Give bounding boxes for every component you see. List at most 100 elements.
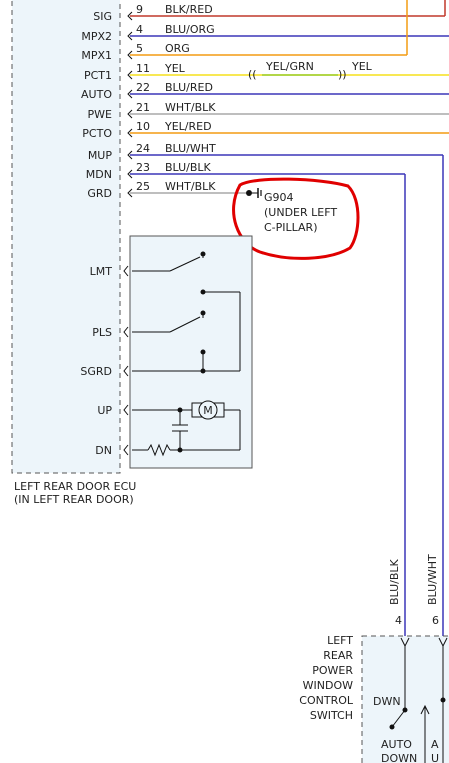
switch-down-label: DOWN — [381, 752, 417, 763]
svg-text:POWER: POWER — [312, 664, 353, 677]
ecu-internal-circuit — [132, 254, 241, 457]
internal-pin-sgrd: SGRD — [80, 365, 112, 378]
wire-color-label: BLU/ORG — [165, 23, 215, 36]
pin-row-mpx2: MPX2 4 BLU/ORG — [81, 23, 449, 43]
internal-pin-terminal — [123, 365, 129, 377]
pin-terminal — [127, 50, 133, 60]
pin-terminal — [127, 11, 133, 21]
ecu-internal-box — [129, 235, 253, 469]
wire-color-label: BLK/RED — [165, 3, 213, 16]
pin-row-grd: GRD 25 WHT/BLK — [87, 180, 246, 200]
pin-label: AUTO — [81, 88, 112, 101]
ground-location-1: (UNDER LEFT — [264, 206, 337, 219]
internal-pin-terminal — [123, 265, 129, 277]
switch-pin-labels: BLU/BLK BLU/WHT 4 6 — [388, 554, 439, 627]
internal-pin-up: UP — [97, 404, 112, 417]
switch-wire-label-1: BLU/BLK — [388, 558, 401, 605]
pin-row-mup: MUP 24 BLU/WHT — [88, 142, 443, 162]
ecu-location: (IN LEFT REAR DOOR) — [14, 493, 134, 506]
wire-color-label: BLU/WHT — [165, 142, 216, 155]
pin-row-mpx1: MPX1 5 ORG — [81, 42, 407, 62]
switch-dot-1 — [402, 707, 408, 713]
pin-terminal — [127, 89, 133, 99]
pin-label: PCT1 — [84, 69, 112, 82]
pin-terminal — [127, 109, 133, 119]
splice-after-label: YEL — [351, 60, 373, 73]
splice-right-mark: )) — [338, 68, 347, 81]
pin-number: 24 — [136, 142, 150, 155]
switch-wire-label-2: BLU/WHT — [426, 554, 439, 605]
wire-color-label: WHT/BLK — [165, 101, 216, 114]
pin-number: 21 — [136, 101, 150, 114]
switch-circuit — [391, 637, 448, 763]
splice-label: YEL/GRN — [265, 60, 314, 73]
svg-text:WINDOW: WINDOW — [303, 679, 353, 692]
ecu-internal-dots — [177, 251, 206, 453]
wire-color-label: YEL — [164, 62, 186, 75]
internal-pin-terminal — [123, 444, 129, 456]
ecu-outline — [11, 0, 121, 474]
pin-label: MDN — [86, 168, 112, 181]
svg-text:SWITCH: SWITCH — [310, 709, 353, 722]
splice-left-mark: (( — [248, 68, 257, 81]
wire-color-label: BLU/BLK — [165, 161, 212, 174]
switch-dwn-label: DWN — [373, 695, 401, 708]
motor-symbol: M — [203, 404, 213, 417]
wire-color-label: YEL/RED — [164, 120, 212, 133]
pin-label: PCTO — [82, 127, 112, 140]
wire-color-label: BLU/RED — [165, 81, 213, 94]
pin-number: 22 — [136, 81, 150, 94]
pin-row-pwe: PWE 21 WHT/BLK — [88, 101, 449, 121]
pin-label: MUP — [88, 149, 113, 162]
switch-dot-3 — [440, 697, 446, 703]
pin-terminal — [127, 188, 133, 198]
switch-auto-label: AUTO — [381, 738, 412, 751]
pin-number: 11 — [136, 62, 150, 75]
splice-marks: (( )) — [248, 68, 347, 81]
svg-text:REAR: REAR — [323, 649, 353, 662]
pin-label: MPX2 — [81, 30, 112, 43]
pin-number: 9 — [136, 3, 143, 16]
pin-label: SIG — [93, 10, 112, 23]
switch-auto-partial-2: U — [431, 752, 439, 763]
internal-pin-terminal — [123, 404, 129, 416]
pin-row-sig: SIG 9 BLK/RED — [93, 3, 445, 23]
pin-terminal — [127, 128, 133, 138]
ground-location-2: C-PILLAR) — [264, 221, 318, 234]
pin-row-auto: AUTO 22 BLU/RED — [81, 81, 449, 101]
ecu-internal-pins: LMT PLS SGRD UP DN — [80, 265, 129, 457]
pin-number: 4 — [136, 23, 143, 36]
internal-pin-lmt: LMT — [90, 265, 113, 278]
ground-dot — [246, 190, 252, 196]
pin-label: GRD — [87, 187, 112, 200]
switch-dot-2 — [389, 724, 395, 730]
pin-row-pcto: PCTO 10 YEL/RED — [82, 120, 449, 140]
pin-number: 5 — [136, 42, 143, 55]
switch-pin-1: 4 — [395, 614, 402, 627]
switch-title: LEFT REAR POWER WINDOW CONTROL SWITCH — [299, 634, 354, 722]
pin-row-mdn: MDN 23 BLU/BLK — [86, 161, 405, 181]
internal-pin-terminal — [123, 326, 129, 338]
internal-pin-dn: DN — [95, 444, 112, 457]
pin-label: MPX1 — [81, 49, 112, 62]
svg-text:CONTROL: CONTROL — [299, 694, 354, 707]
ground-id: G904 — [264, 191, 294, 204]
pin-terminal — [127, 150, 133, 160]
pin-label: PWE — [88, 108, 113, 121]
pin-terminal — [127, 169, 133, 179]
pin-row-pct1: PCT1 11 YEL — [84, 62, 449, 82]
wire-color-label: WHT/BLK — [165, 180, 216, 193]
pin-terminal — [127, 31, 133, 41]
pin-number: 25 — [136, 180, 150, 193]
switch-auto-partial: A — [431, 738, 439, 751]
wire-color-label: ORG — [165, 42, 190, 55]
svg-text:LEFT: LEFT — [327, 634, 353, 647]
ecu-name: LEFT REAR DOOR ECU — [14, 480, 136, 493]
pin-number: 10 — [136, 120, 150, 133]
switch-pin-2: 6 — [432, 614, 439, 627]
pin-number: 23 — [136, 161, 150, 174]
pin-terminal — [127, 70, 133, 80]
internal-pin-pls: PLS — [92, 326, 112, 339]
